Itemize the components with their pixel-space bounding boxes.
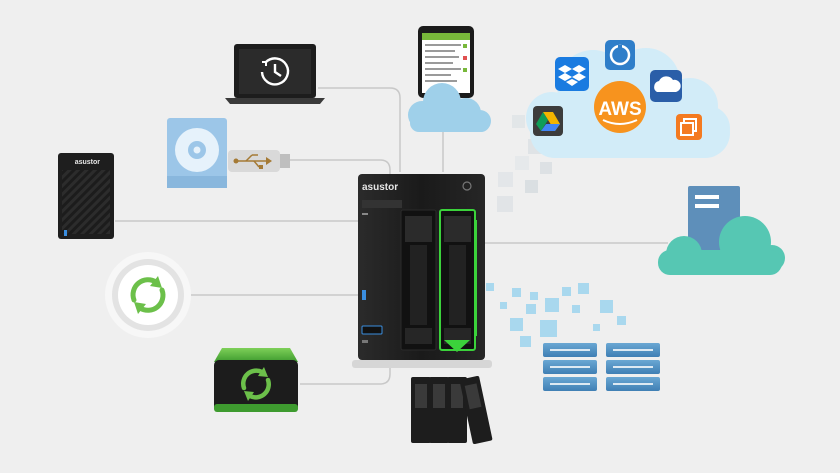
database-stack-right <box>606 343 660 391</box>
time-machine-icon <box>260 57 290 86</box>
line-usb <box>290 159 391 175</box>
hard-disk-icon <box>429 377 449 443</box>
nas-brand: asustor <box>362 182 398 193</box>
database-icon <box>543 343 597 391</box>
cloud-services: AWS <box>526 40 730 158</box>
main-nas: asustor <box>352 174 492 368</box>
dropbox-icon <box>555 57 589 91</box>
sync-backup-icon <box>130 277 166 313</box>
backup-sync-icon <box>605 40 635 70</box>
disc-icon <box>175 128 219 172</box>
onedrive-icon <box>650 70 682 102</box>
line-laptop <box>318 87 401 172</box>
aws-label: AWS <box>598 99 641 120</box>
line-external-drive <box>300 362 391 385</box>
connector-lines <box>115 87 668 385</box>
copy-icon <box>676 114 702 140</box>
database-icon <box>606 343 660 391</box>
external-drive <box>214 348 298 412</box>
cloud-small <box>408 83 491 132</box>
floating-cubes <box>486 115 626 347</box>
aws-icon: AWS <box>594 81 646 133</box>
usb-icon <box>233 154 272 169</box>
smartphone <box>418 26 474 98</box>
hard-disk-icon <box>411 377 431 443</box>
hard-disks <box>411 376 493 444</box>
backup-circle <box>105 252 191 338</box>
hard-disk-icon <box>459 376 493 444</box>
optical-drive <box>167 118 227 188</box>
small-nas-brand: asustor <box>75 159 101 166</box>
database-stack-left <box>543 343 597 391</box>
hard-disk-icon <box>447 377 467 443</box>
laptop <box>225 44 325 104</box>
mobile-app-icon <box>425 44 467 82</box>
server-cloud <box>658 186 785 275</box>
usb-flash-drive <box>228 150 290 172</box>
small-nas: asustor <box>58 153 114 239</box>
sync-backup-icon <box>241 368 271 400</box>
google-drive-icon <box>533 106 563 136</box>
